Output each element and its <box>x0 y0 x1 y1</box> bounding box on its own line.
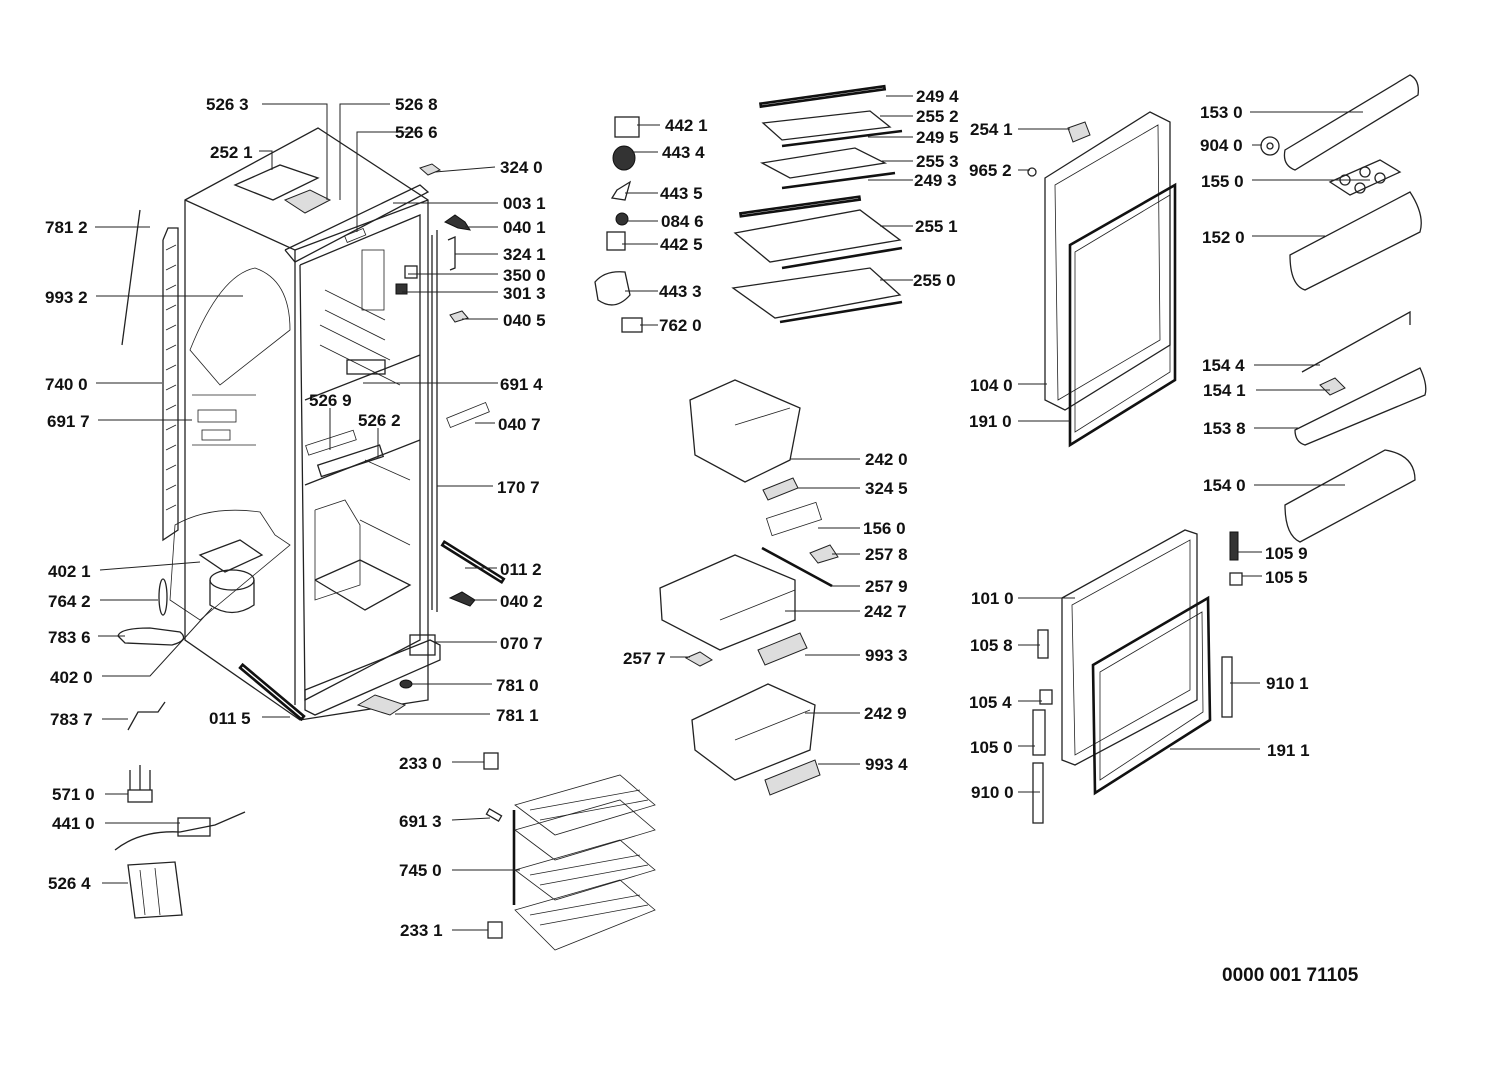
part-label: 402 1 <box>48 562 91 581</box>
part-label: 105 5 <box>1265 568 1308 587</box>
part-label: 242 9 <box>864 704 907 723</box>
part-label: 441 0 <box>52 814 95 833</box>
part-label: 255 0 <box>913 271 956 290</box>
glass-shelves-drawing <box>731 84 903 324</box>
loose-parts-left <box>114 163 506 919</box>
part-label: 254 1 <box>970 120 1013 139</box>
part-label: 324 1 <box>503 245 546 264</box>
part-label: 191 0 <box>969 412 1012 431</box>
cabinet-drawing <box>121 127 441 721</box>
part-label: 526 3 <box>206 95 249 114</box>
part-label: 762 0 <box>659 316 702 335</box>
part-label: 153 0 <box>1200 103 1243 122</box>
part-label: 249 3 <box>914 171 957 190</box>
part-label: 402 0 <box>50 668 93 687</box>
part-label: 745 0 <box>399 861 442 880</box>
part-label: 691 3 <box>399 812 442 831</box>
part-label: 904 0 <box>1200 136 1243 155</box>
part-label: 242 7 <box>864 602 907 621</box>
part-label: 783 6 <box>48 628 91 647</box>
part-label: 153 8 <box>1203 419 1246 438</box>
part-label: 105 8 <box>970 636 1013 655</box>
part-label: 105 9 <box>1265 544 1308 563</box>
part-label: 526 6 <box>395 123 438 142</box>
part-label: 249 4 <box>916 87 959 106</box>
part-label: 105 0 <box>970 738 1013 757</box>
part-label: 783 7 <box>50 710 93 729</box>
part-label: 040 7 <box>498 415 541 434</box>
part-label: 442 5 <box>660 235 703 254</box>
part-label: 040 2 <box>500 592 543 611</box>
part-label: 255 1 <box>915 217 958 236</box>
part-label: 691 7 <box>47 412 90 431</box>
part-label: 993 4 <box>865 755 908 774</box>
part-label: 170 7 <box>497 478 540 497</box>
part-label: 255 3 <box>916 152 959 171</box>
part-label: 526 8 <box>395 95 438 114</box>
part-label: 003 1 <box>503 194 546 213</box>
part-label: 764 2 <box>48 592 91 611</box>
part-label: 965 2 <box>969 161 1012 180</box>
part-label: 070 7 <box>500 634 543 653</box>
evaporator-rack-drawing <box>483 752 656 951</box>
condenser-hatching <box>165 244 177 511</box>
part-label: 442 1 <box>665 116 708 135</box>
part-label: 154 4 <box>1202 356 1245 375</box>
part-label: 233 1 <box>400 921 443 940</box>
thermostat-drawing <box>127 765 153 803</box>
part-label: 257 8 <box>865 545 908 564</box>
part-label: 324 0 <box>500 158 543 177</box>
part-label: 156 0 <box>863 519 906 538</box>
part-label: 781 1 <box>496 706 539 725</box>
part-label: 105 4 <box>969 693 1012 712</box>
part-label: 443 5 <box>660 184 703 203</box>
part-label: 781 2 <box>45 218 88 237</box>
part-label: 740 0 <box>45 375 88 394</box>
part-label: 255 2 <box>916 107 959 126</box>
part-label: 350 0 <box>503 266 546 285</box>
part-label: 233 0 <box>399 754 442 773</box>
part-label: 011 5 <box>209 709 251 728</box>
part-label: 781 0 <box>496 676 539 695</box>
part-label: 443 4 <box>662 143 705 162</box>
drawers-drawing <box>659 379 839 796</box>
part-label: 104 0 <box>970 376 1013 395</box>
part-label: 040 5 <box>503 311 546 330</box>
door-shelves-drawing <box>1260 74 1427 543</box>
part-label: 526 4 <box>48 874 91 893</box>
part-label: 084 6 <box>661 212 704 231</box>
part-label: 526 9 <box>309 391 352 410</box>
part-label: 526 2 <box>358 411 401 430</box>
part-label: 257 7 <box>623 649 666 668</box>
fridge-door-drawing <box>1027 111 1177 448</box>
part-label: 191 1 <box>1267 741 1310 760</box>
part-label: 301 3 <box>503 284 546 303</box>
part-label: 257 9 <box>865 577 908 596</box>
diagram-reference-code: 0000 001 71105 <box>1222 965 1359 986</box>
part-label: 571 0 <box>52 785 95 804</box>
part-label: 910 0 <box>971 783 1014 802</box>
part-label: 910 1 <box>1266 674 1309 693</box>
part-label: 324 5 <box>865 479 908 498</box>
part-label: 101 0 <box>971 589 1014 608</box>
part-label: 443 3 <box>659 282 702 301</box>
part-label: 040 1 <box>503 218 546 237</box>
part-label: 993 2 <box>45 288 88 307</box>
part-label: 154 0 <box>1203 476 1246 495</box>
leader-lines <box>95 95 1370 931</box>
part-label: 011 2 <box>500 560 542 579</box>
part-label: 993 3 <box>865 646 908 665</box>
part-label: 242 0 <box>865 450 908 469</box>
part-label: 155 0 <box>1201 172 1244 191</box>
freezer-door-drawing <box>1032 529 1243 824</box>
part-label: 154 1 <box>1203 381 1246 400</box>
part-label: 252 1 <box>210 143 253 162</box>
part-label: 152 0 <box>1202 228 1245 247</box>
part-label: 691 4 <box>500 375 543 394</box>
fan-assembly-drawing <box>594 116 643 333</box>
part-label: 249 5 <box>916 128 959 147</box>
